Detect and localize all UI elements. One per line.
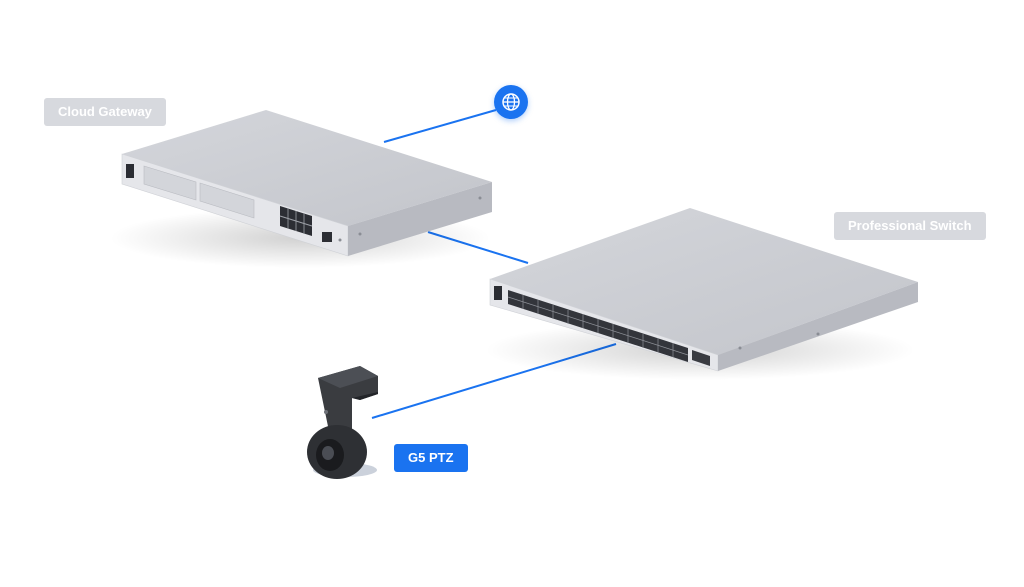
cloud-gateway-label: Cloud Gateway [44, 98, 166, 126]
professional-switch-label: Professional Switch [834, 212, 986, 240]
globe-icon [494, 85, 528, 119]
g5-ptz-label: G5 PTZ [394, 444, 468, 472]
link-internet-gateway [383, 109, 497, 143]
network-switch-icon [485, 208, 918, 380]
ptz-camera-icon [307, 366, 378, 479]
cloud-gateway-device-icon [110, 110, 492, 268]
